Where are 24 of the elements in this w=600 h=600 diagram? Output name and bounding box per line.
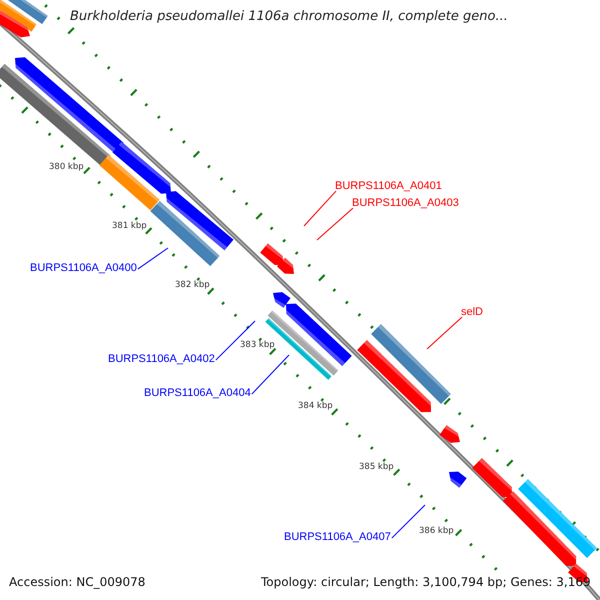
scale-label: 383 kbp	[240, 341, 275, 350]
gene-label: selD	[461, 306, 484, 318]
footer-text: Topology: circular; Length: 3,100,794 bp; Genes: 3,169	[261, 576, 591, 590]
leader-line	[137, 248, 168, 270]
scale-label: 382 kbp	[175, 281, 210, 290]
gene-label: BURPS1106A_A0407	[284, 531, 391, 544]
leader-line	[304, 190, 336, 226]
footer-text: Accession: NC_009078	[9, 576, 146, 590]
scale-label: 381 kbp	[112, 222, 147, 232]
gene-label: BURPS1106A_A0401	[335, 180, 442, 192]
leader-line	[391, 504, 426, 539]
leader-line	[316, 208, 354, 240]
scale-label: 386 kbp	[419, 527, 454, 536]
leader-line	[215, 320, 256, 361]
gene-label: BURPS1106A_A0404	[144, 387, 251, 400]
chart-title: Burkholderia pseudomallei 1106a chromosome II, complete geno...	[70, 10, 508, 24]
scale-label: 384 kbp	[298, 402, 333, 412]
gene-label: BURPS1106A_A0403	[352, 197, 459, 210]
leader-line	[426, 316, 462, 350]
scale-label: 380 kbp	[49, 163, 84, 172]
gene-label: BURPS1106A_A0402	[108, 353, 215, 366]
leader-line	[251, 354, 290, 395]
gene-label: BURPS1106A_A0400	[30, 262, 137, 274]
scale-label: 385 kbp	[359, 463, 394, 472]
